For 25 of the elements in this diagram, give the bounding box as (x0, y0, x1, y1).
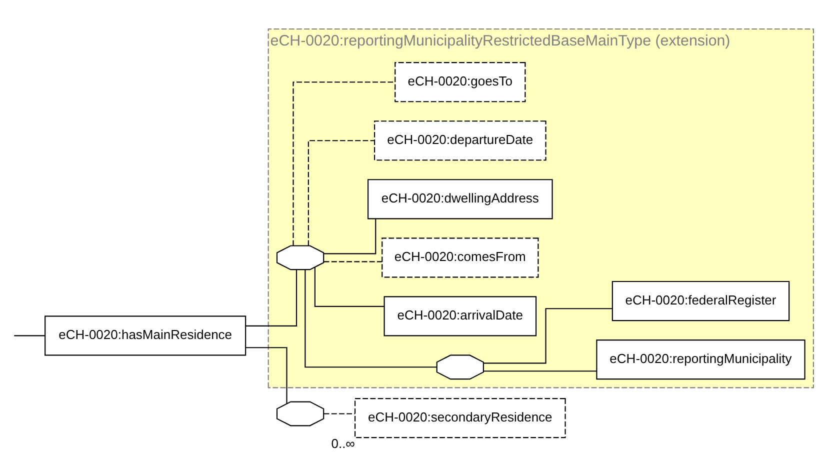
node-box: eCH-0020:goesTo (394, 62, 526, 102)
connector (246, 269, 298, 326)
connector (324, 412, 355, 414)
node-box: eCH-0020:reportingMunicipality (596, 339, 806, 380)
connector (484, 308, 612, 364)
connector (292, 81, 395, 246)
node-box: eCH-0020:dwellingAddress (368, 178, 553, 219)
node-label: 0..∞ (331, 435, 355, 450)
node-box: eCH-0020:arrivalDate (384, 296, 537, 336)
connector (14, 334, 45, 336)
node-octagon (436, 354, 484, 380)
connector (324, 218, 376, 254)
connector (304, 269, 437, 368)
node-box: eCH-0020:departureDate (374, 120, 546, 160)
node-box: eCH-0020:hasMainResidence (44, 315, 246, 356)
node-box: eCH-0020:secondaryResidence (354, 398, 566, 438)
connector (324, 260, 382, 262)
node-octagon (276, 400, 324, 426)
node-box: eCH-0020:comesFrom (382, 237, 539, 278)
connector (484, 370, 597, 372)
connector (314, 266, 384, 306)
node-box: eCH-0020:federalRegister (612, 280, 790, 321)
connector (246, 346, 288, 404)
node-octagon (276, 244, 324, 270)
connector (308, 140, 375, 246)
